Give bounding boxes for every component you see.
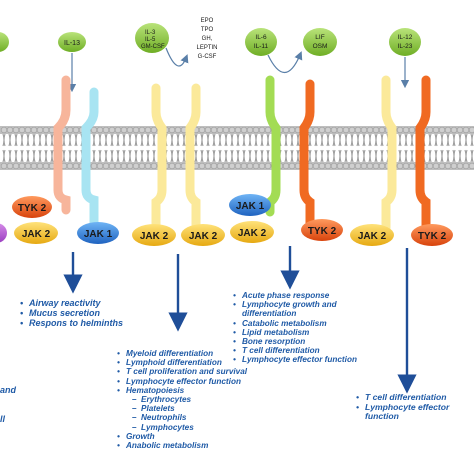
hematopoietic-effect-item: Neutrophils	[117, 413, 267, 422]
left-fragment-ll: ll	[0, 414, 6, 424]
il6-effect-item: Acute phase response	[233, 291, 373, 300]
il13-effect-item: Airway reactivity	[20, 298, 170, 308]
il13-function-list: Airway reactivityMucus secretionRespons …	[20, 298, 170, 328]
ligand-label-il5: IL-5	[145, 37, 156, 43]
ligand-label-il23: IL-23	[398, 43, 413, 50]
ligand-lif-osm: LIF OSM	[303, 28, 337, 56]
hematopoietic-effect-item: Lymphocytes	[117, 423, 267, 432]
svg-text:JAK 2: JAK 2	[358, 231, 387, 242]
hematopoietic-effect-item: Platelets	[117, 404, 267, 413]
il12-function-list: T cell differentiationLymphocyte effecto…	[356, 392, 468, 422]
il6-effect-item: T cell differentiation	[233, 346, 373, 355]
hematopoietic-effect-item: Erythrocytes	[117, 395, 267, 404]
ligand-label-il11: IL-11	[254, 43, 269, 50]
cell-membrane	[0, 126, 474, 170]
receptor-il13-chain-b	[81, 87, 99, 233]
svg-text:JAK 2: JAK 2	[189, 231, 218, 242]
ligand-far-left	[0, 32, 9, 52]
il6-binding-arrow	[267, 51, 303, 74]
hematopoietic-effect-item: Growth	[117, 432, 267, 441]
ligand-label-gmcsf: GM-CSF	[141, 44, 165, 50]
il6-effect-item: Lipid metabolism	[233, 328, 373, 337]
kinase-jak1-panel1: JAK 1	[77, 222, 119, 244]
il12-effect-item: T cell differentiation	[356, 392, 468, 403]
svg-text:JAK 1: JAK 1	[84, 229, 113, 240]
ligand-label-il6: IL-6	[255, 34, 267, 41]
ligand-label-tpo: TPO	[201, 27, 214, 33]
svg-text:JAK 2: JAK 2	[238, 228, 267, 239]
kinase-jak2b-panel2: JAK 2	[181, 224, 225, 246]
il6-effect-item: Bone resorption	[233, 337, 373, 346]
receptor-hematopoietic-chain-a	[151, 83, 167, 237]
ligand-label-il13: IL-13	[64, 40, 80, 47]
ligand-label-leptin: LEPTIN	[196, 45, 217, 51]
il3-binding-arrow	[165, 47, 189, 67]
receptor-hematopoietic-chain-b	[185, 83, 201, 237]
hematopoietic-effect-item: Myeloid differentiation	[117, 349, 267, 358]
svg-text:TYK 2: TYK 2	[308, 226, 337, 237]
ligand-il6-il11: IL-6 IL-11	[245, 28, 277, 56]
kinase-partial-left	[0, 223, 7, 243]
il6-effect-item: Lymphocyte growth and differentiation	[233, 300, 373, 318]
kinase-jak2-panel3: JAK 2	[230, 221, 274, 243]
il6-effect-item: Lymphocyte effector function	[233, 355, 373, 364]
left-fragment-and: and	[0, 385, 17, 395]
ligand-label-gh: GH,	[202, 36, 213, 42]
kinase-jak1-panel3: JAK 1	[229, 194, 271, 216]
il13-effect-item: Mucus secretion	[20, 308, 170, 318]
hematopoietic-effect-item: Lymphocyte effector function	[117, 377, 267, 386]
kinase-tyk2-panel1: TYK 2	[12, 196, 52, 218]
ligand-il13: IL-13	[58, 32, 86, 52]
hematopoietic-function-list: Myeloid differentiationLymphoid differen…	[117, 349, 267, 450]
il6-function-list: Acute phase responseLymphocyte growth an…	[233, 291, 373, 365]
ligand-il12-il23: IL-12 IL-23	[389, 28, 421, 56]
svg-text:JAK 2: JAK 2	[22, 229, 51, 240]
ligand-label-lif: LIF	[315, 34, 324, 41]
hematopoietic-effect-item: T cell proliferation and survival	[117, 367, 267, 376]
receptor-il12-chain-a	[381, 75, 397, 233]
svg-text:JAK 1: JAK 1	[236, 201, 265, 212]
ligand-label-gcsf: G-CSF	[198, 54, 217, 60]
receptor-il12-chain-b	[415, 75, 431, 233]
kinase-tyk2-panel3: TYK 2	[301, 219, 343, 241]
receptor-il13-chain-a	[53, 75, 71, 215]
il6-effect-item: Catabolic metabolism	[233, 319, 373, 328]
hematopoietic-effect-item: Lymphoid differentiation	[117, 358, 267, 367]
receptor-il6-lifr	[299, 79, 315, 233]
hematopoietic-effect-item: Anabolic metabolism	[117, 441, 267, 450]
kinase-jak2a-panel2: JAK 2	[132, 224, 176, 246]
svg-text:JAK 2: JAK 2	[140, 231, 169, 242]
ligand-label-il3: IL-3	[145, 30, 156, 36]
receptor-il6-gp130	[265, 75, 281, 217]
kinase-jak2-panel1: JAK 2	[14, 222, 58, 244]
kinase-tyk2-panel4: TYK 2	[411, 224, 453, 246]
ligand-label-osm: OSM	[313, 43, 328, 50]
svg-text:TYK 2: TYK 2	[18, 203, 47, 214]
ligand-epo-group: EPO TPO GH, LEPTIN G-CSF	[196, 18, 217, 60]
il13-effect-item: Respons to helminths	[20, 318, 170, 328]
ligand-label-epo: EPO	[201, 18, 214, 24]
ligand-il3-il5-gmcsf: IL-3 IL-5 GM-CSF	[135, 23, 169, 53]
svg-text:TYK 2: TYK 2	[418, 231, 447, 242]
kinase-jak2-panel4: JAK 2	[350, 224, 394, 246]
hematopoietic-effect-item: Hematopoiesis	[117, 386, 267, 395]
ligand-label-il12: IL-12	[398, 34, 413, 41]
il12-effect-item: Lymphocyte effector function	[356, 402, 468, 422]
